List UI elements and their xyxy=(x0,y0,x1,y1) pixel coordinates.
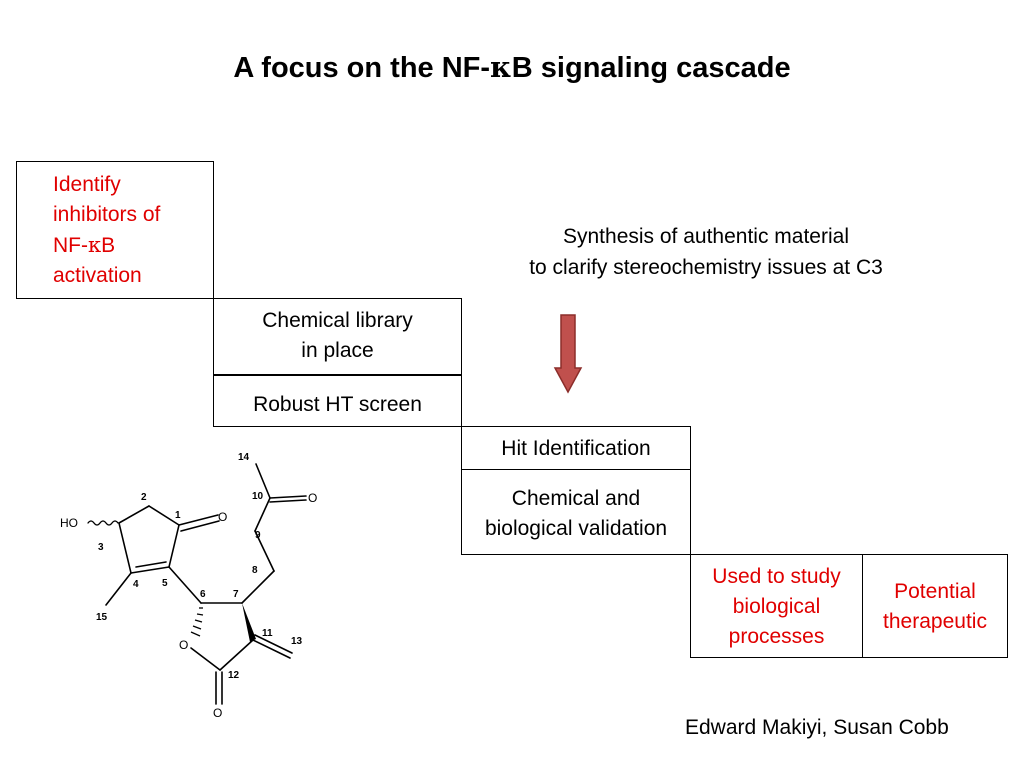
validate-line-2: biological validation xyxy=(484,517,668,540)
identify-line-4: activation xyxy=(53,264,142,287)
box-hit-identification: Hit Identification xyxy=(461,426,691,470)
atom-o-ring: O xyxy=(179,638,189,652)
locant-7: 7 xyxy=(233,589,239,600)
used-line-1: Used to study xyxy=(712,565,841,588)
identify-kappa: κ xyxy=(88,233,102,257)
box-potential-therapeutic: Potential therapeutic xyxy=(862,554,1008,658)
synthesis-line-2: to clarify stereochemistry issues at C3 xyxy=(529,256,883,279)
library-line-2: in place xyxy=(301,339,374,362)
box-robust-screen: Robust HT screen xyxy=(213,375,462,427)
title-suffix: B signaling cascade xyxy=(511,52,791,84)
locant-6: 6 xyxy=(200,589,206,600)
atom-o12: O xyxy=(213,706,223,720)
synthesis-note: Synthesis of authentic material to clari… xyxy=(476,221,936,283)
identify-line-2: inhibitors of xyxy=(53,203,161,226)
title-prefix: A focus on the NF- xyxy=(233,52,491,84)
used-line-3: processes xyxy=(728,625,825,648)
identify-nf: NF- xyxy=(53,234,88,257)
library-line-1: Chemical library xyxy=(262,309,413,332)
therapeutic-line-2: therapeutic xyxy=(883,610,987,633)
locant-9: 9 xyxy=(255,530,261,541)
locant-4: 4 xyxy=(133,579,139,590)
chemical-structure: HO O O O O 1 2 3 4 5 6 7 8 9 10 11 12 13… xyxy=(56,448,346,723)
box-used-to-study: Used to study biological processes xyxy=(690,554,863,658)
locant-1: 1 xyxy=(175,510,181,521)
locant-2: 2 xyxy=(141,492,147,503)
atom-o10: O xyxy=(308,491,318,505)
locant-14: 14 xyxy=(238,452,250,463)
atom-ho: HO xyxy=(60,516,78,530)
used-line-2: biological xyxy=(732,595,821,618)
screen-label: Robust HT screen xyxy=(253,393,422,416)
author-credit: Edward Makiyi, Susan Cobb xyxy=(685,716,949,739)
therapeutic-line-1: Potential xyxy=(894,580,976,603)
hit-label: Hit Identification xyxy=(501,437,651,460)
identify-b: B xyxy=(101,234,116,257)
synthesis-line-1: Synthesis of authentic material xyxy=(563,225,849,248)
box-validation: Chemical and biological validation xyxy=(461,469,691,555)
validate-line-1: Chemical and xyxy=(511,487,641,510)
box-identify-inhibitors: Identify inhibitors of NF-κB activation xyxy=(16,161,214,299)
down-arrow-icon xyxy=(553,314,583,394)
locant-11: 11 xyxy=(262,628,273,639)
locant-3: 3 xyxy=(98,542,104,553)
structure-bonds xyxy=(87,463,307,705)
locant-10: 10 xyxy=(252,491,264,502)
atom-o1: O xyxy=(218,510,228,524)
locant-13: 13 xyxy=(291,636,303,647)
locant-8: 8 xyxy=(252,565,258,576)
identify-line-1: Identify xyxy=(53,173,121,196)
box-chemical-library: Chemical library in place xyxy=(213,298,462,375)
locant-12: 12 xyxy=(228,670,240,681)
identify-line-3: NF-κB xyxy=(53,230,213,261)
title-kappa: κ xyxy=(490,50,512,84)
locant-5: 5 xyxy=(162,578,168,589)
locant-15: 15 xyxy=(96,612,108,623)
page-title: A focus on the NF-κB signaling cascade xyxy=(0,50,1024,85)
